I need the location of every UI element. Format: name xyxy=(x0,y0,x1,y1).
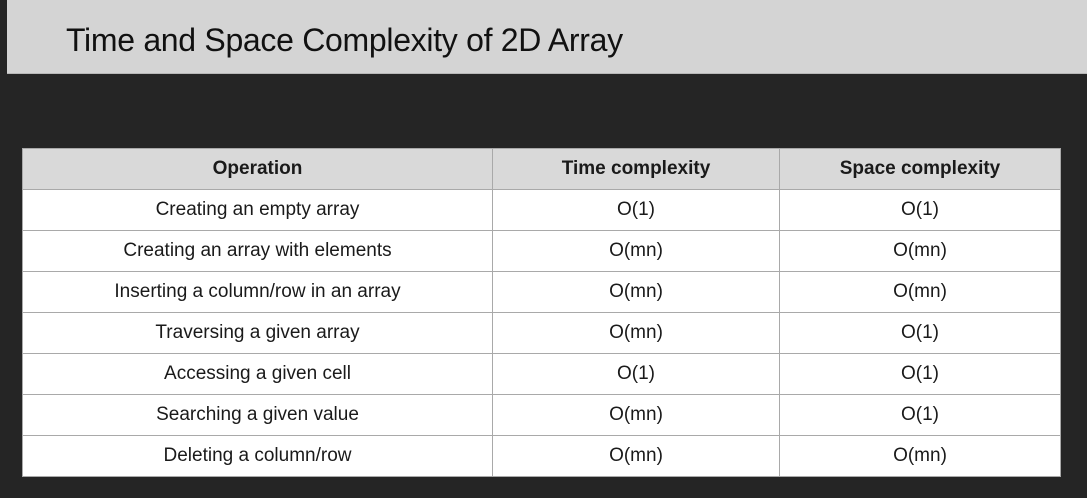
cell-operation: Accessing a given cell xyxy=(22,353,493,395)
cell-time: O(1) xyxy=(492,189,780,231)
header-time-complexity: Time complexity xyxy=(492,148,780,190)
cell-time: O(mn) xyxy=(492,435,780,477)
cell-space: O(1) xyxy=(779,189,1061,231)
header-space-complexity: Space complexity xyxy=(779,148,1061,190)
slide-title: Time and Space Complexity of 2D Array xyxy=(66,22,623,58)
table-row: Creating an empty array O(1) O(1) xyxy=(22,189,1061,231)
cell-operation: Traversing a given array xyxy=(22,312,493,354)
cell-space: O(1) xyxy=(779,394,1061,436)
cell-time: O(mn) xyxy=(492,312,780,354)
cell-space: O(mn) xyxy=(779,271,1061,313)
table-row: Deleting a column/row O(mn) O(mn) xyxy=(22,435,1061,477)
title-bar: Time and Space Complexity of 2D Array xyxy=(7,0,1087,74)
complexity-table: Operation Time complexity Space complexi… xyxy=(22,148,1061,477)
table-row: Searching a given value O(mn) O(1) xyxy=(22,394,1061,436)
table-row: Accessing a given cell O(1) O(1) xyxy=(22,353,1061,395)
cell-time: O(mn) xyxy=(492,394,780,436)
cell-operation: Creating an empty array xyxy=(22,189,493,231)
cell-time: O(1) xyxy=(492,353,780,395)
cell-space: O(1) xyxy=(779,353,1061,395)
table-row: Traversing a given array O(mn) O(1) xyxy=(22,312,1061,354)
cell-space: O(1) xyxy=(779,312,1061,354)
header-operation: Operation xyxy=(22,148,493,190)
complexity-table-container: Operation Time complexity Space complexi… xyxy=(22,148,1061,477)
cell-operation: Inserting a column/row in an array xyxy=(22,271,493,313)
table-header-row: Operation Time complexity Space complexi… xyxy=(22,148,1061,190)
table-row: Inserting a column/row in an array O(mn)… xyxy=(22,271,1061,313)
cell-space: O(mn) xyxy=(779,230,1061,272)
cell-space: O(mn) xyxy=(779,435,1061,477)
cell-time: O(mn) xyxy=(492,271,780,313)
table-row: Creating an array with elements O(mn) O(… xyxy=(22,230,1061,272)
cell-time: O(mn) xyxy=(492,230,780,272)
cell-operation: Searching a given value xyxy=(22,394,493,436)
cell-operation: Deleting a column/row xyxy=(22,435,493,477)
cell-operation: Creating an array with elements xyxy=(22,230,493,272)
